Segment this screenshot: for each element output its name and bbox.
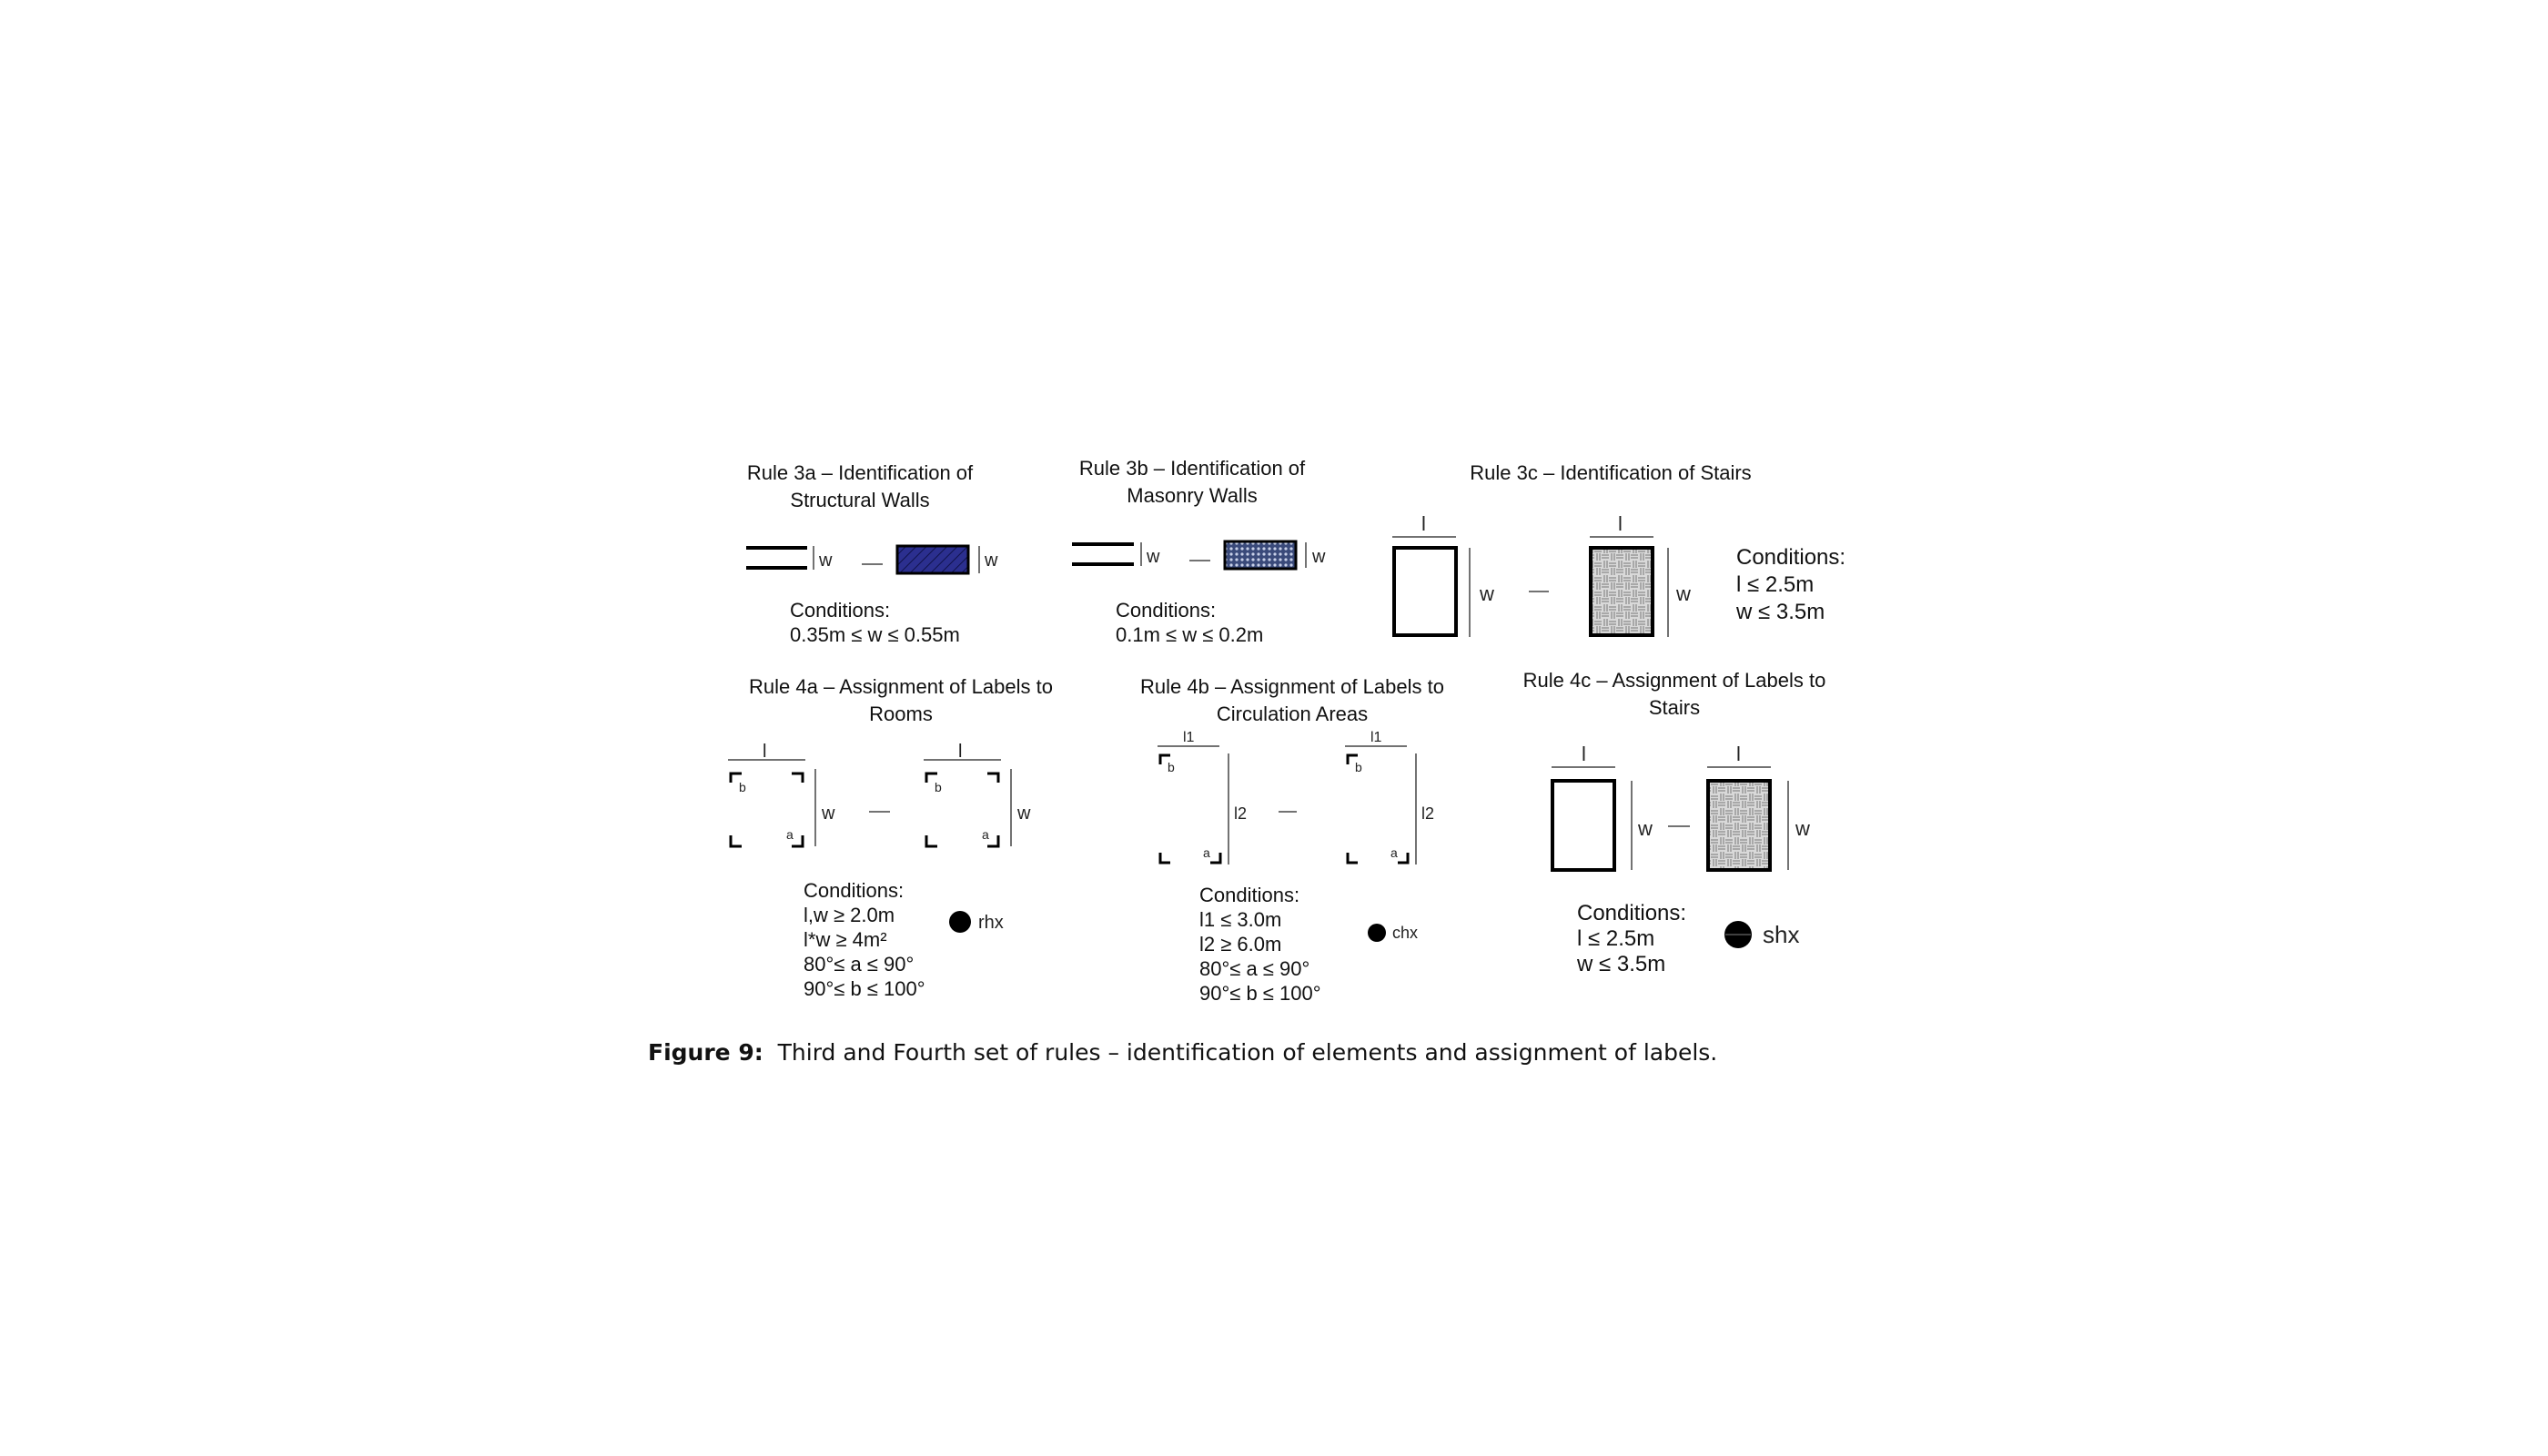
room-label-dot bbox=[949, 911, 971, 933]
angle-a: a bbox=[1390, 845, 1398, 860]
corner-mark bbox=[925, 835, 937, 848]
corner-mark bbox=[1346, 853, 1358, 864]
condition-line: l ≤ 2.5m bbox=[1577, 926, 1655, 951]
caption-label: Figure 9: bbox=[648, 1039, 763, 1066]
corner-mark bbox=[792, 835, 804, 848]
dim-w: w bbox=[1675, 582, 1691, 605]
dim-l: l bbox=[1421, 512, 1426, 535]
angle-b: b bbox=[935, 780, 942, 794]
corner-mark bbox=[987, 835, 1000, 848]
corner-mark bbox=[925, 772, 937, 783]
dim-l: l bbox=[763, 742, 766, 762]
stair-label: shx bbox=[1763, 921, 1799, 948]
rule-3b-conditions: Conditions: 0.1m ≤ w ≤ 0.2m bbox=[1116, 598, 1263, 647]
dim-l1: l1 bbox=[1183, 730, 1195, 745]
dim-w: w bbox=[1016, 804, 1031, 824]
condition-line: 80°≤ a ≤ 90° bbox=[804, 953, 915, 976]
dim-w: w bbox=[1637, 817, 1653, 840]
condition-line: 90°≤ b ≤ 100° bbox=[1199, 982, 1321, 1005]
rule-4a-diagram: l b a w l b a w rhx bbox=[728, 742, 1031, 933]
dim-l: l bbox=[1618, 512, 1623, 535]
corner-mark bbox=[1158, 753, 1170, 764]
rule-3a-title: Rule 3a – Identification of Structural W… bbox=[746, 461, 974, 511]
corner-mark bbox=[792, 772, 804, 783]
condition-line: 80°≤ a ≤ 90° bbox=[1199, 957, 1310, 980]
figure-caption: Figure 9: Third and Fourth set of rules … bbox=[648, 1039, 1717, 1066]
rule-4b-diagram: l1 b a l2 l1 b a l2 chx bbox=[1158, 730, 1434, 942]
dim-w: w bbox=[1311, 547, 1326, 567]
dim-w: w bbox=[984, 551, 998, 571]
condition-line: Conditions: bbox=[1199, 884, 1300, 906]
condition-line: Conditions: bbox=[1116, 599, 1217, 622]
structural-wall-symbol bbox=[895, 544, 970, 575]
condition-line: w ≤ 3.5m bbox=[1736, 600, 1825, 624]
circulation-label-dot bbox=[1368, 924, 1386, 942]
dim-w: w bbox=[821, 804, 835, 824]
rule-3a-conditions: Conditions: 0.35m ≤ w ≤ 0.55m bbox=[790, 598, 960, 647]
caption-text: Third and Fourth set of rules – identifi… bbox=[777, 1039, 1718, 1066]
condition-line: l,w ≥ 2.0m bbox=[804, 904, 895, 926]
rule-4c-diagram: l w l w shx bbox=[1551, 743, 1810, 948]
dim-l2: l2 bbox=[1421, 804, 1434, 823]
dim-l: l bbox=[958, 742, 962, 762]
condition-line: 0.1m ≤ w ≤ 0.2m bbox=[1116, 623, 1264, 646]
rule-4a-conditions: Conditions: l,w ≥ 2.0m l*w ≥ 4m² 80°≤ a … bbox=[804, 878, 925, 1001]
masonry-wall-symbol bbox=[1223, 540, 1298, 571]
rule-3c-diagram: l w l w bbox=[1392, 512, 1691, 637]
stair-symbol bbox=[1589, 546, 1654, 637]
angle-a: a bbox=[786, 827, 794, 842]
corner-mark bbox=[729, 772, 742, 783]
rule-4b-conditions: Conditions: l1 ≤ 3.0m l2 ≥ 6.0m 80°≤ a ≤… bbox=[1199, 883, 1321, 1006]
angle-b: b bbox=[1355, 760, 1362, 774]
dim-l: l bbox=[1582, 743, 1586, 765]
corner-mark bbox=[1346, 753, 1358, 764]
dim-l: l bbox=[1736, 743, 1741, 765]
corner-mark bbox=[987, 772, 1000, 783]
rule-3a-diagram: w w bbox=[746, 544, 998, 575]
rule-4a-title: Rule 4a – Assignment of Labels to Rooms bbox=[749, 675, 1053, 725]
condition-line: l2 ≥ 6.0m bbox=[1199, 933, 1282, 956]
stair-symbol bbox=[1706, 779, 1772, 872]
condition-line: l1 ≤ 3.0m bbox=[1199, 908, 1282, 931]
condition-line: w ≤ 3.5m bbox=[1577, 952, 1666, 976]
rule-3b-diagram: w w bbox=[1072, 540, 1326, 571]
dim-w: w bbox=[1146, 547, 1160, 567]
rule-4b-title: Rule 4b – Assignment of Labels to Circul… bbox=[1140, 675, 1444, 725]
condition-line: 0.35m ≤ w ≤ 0.55m bbox=[790, 623, 960, 646]
corner-mark bbox=[1210, 853, 1222, 864]
angle-a: a bbox=[982, 827, 989, 842]
rule-4c-title: Rule 4c – Assignment of Labels to Stairs bbox=[1522, 669, 1826, 719]
rule-3c-title: Rule 3c – Identification of Stairs bbox=[1470, 461, 1752, 484]
dim-w: w bbox=[818, 551, 833, 571]
dim-l1: l1 bbox=[1370, 730, 1382, 745]
rule-4c-conditions: Conditions: l ≤ 2.5m w ≤ 3.5m bbox=[1577, 901, 1686, 977]
stair-outline bbox=[1392, 546, 1458, 637]
condition-line: Conditions: bbox=[790, 599, 891, 622]
condition-line: Conditions: bbox=[1736, 545, 1846, 570]
condition-line: l ≤ 2.5m bbox=[1736, 572, 1815, 597]
room-label: rhx bbox=[978, 913, 1004, 933]
condition-line: Conditions: bbox=[1577, 901, 1687, 925]
condition-line: 90°≤ b ≤ 100° bbox=[804, 977, 925, 1000]
condition-line: Conditions: bbox=[804, 879, 905, 902]
corner-mark bbox=[729, 835, 742, 848]
condition-line: l*w ≥ 4m² bbox=[804, 928, 887, 951]
angle-a: a bbox=[1203, 845, 1210, 860]
stair-outline bbox=[1551, 779, 1616, 872]
dim-w: w bbox=[1479, 582, 1494, 605]
angle-b: b bbox=[739, 780, 746, 794]
angle-b: b bbox=[1168, 760, 1175, 774]
dim-l2: l2 bbox=[1234, 804, 1247, 823]
circulation-label: chx bbox=[1392, 924, 1418, 942]
corner-mark bbox=[1398, 853, 1410, 864]
corner-mark bbox=[1158, 853, 1170, 864]
dim-w: w bbox=[1795, 817, 1810, 840]
rule-3b-title: Rule 3b – Identification of Masonry Wall… bbox=[1078, 457, 1306, 507]
rule-3c-conditions: Conditions: l ≤ 2.5m w ≤ 3.5m bbox=[1736, 544, 1845, 626]
